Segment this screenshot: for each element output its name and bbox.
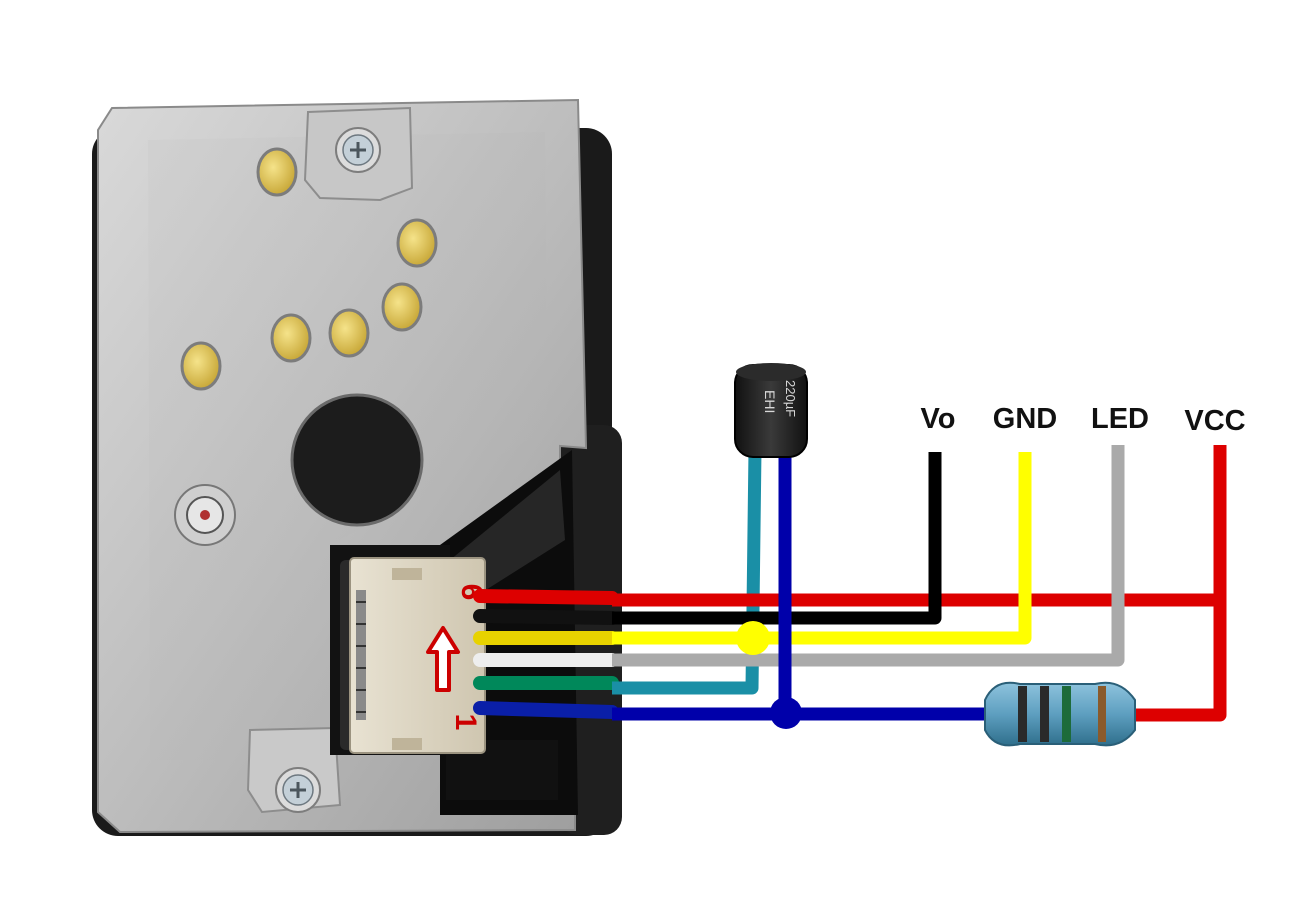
junction-dot-icon bbox=[736, 621, 770, 655]
vcc-wire bbox=[612, 445, 1227, 607]
label-gnd: GND bbox=[993, 403, 1057, 435]
electrolytic-capacitor-icon: EHI 220µF bbox=[734, 363, 808, 458]
resistor-icon bbox=[984, 681, 1136, 747]
screw-icon bbox=[335, 127, 381, 173]
connector-pins bbox=[356, 590, 366, 720]
led-wire bbox=[612, 445, 1125, 667]
capacitor-marking-brand: EHI bbox=[762, 390, 778, 413]
vcc-resistor-wire bbox=[1130, 600, 1227, 722]
screw-icon bbox=[275, 767, 321, 813]
capacitor-marking-value: 220µF bbox=[783, 380, 798, 417]
arrow-up-icon bbox=[426, 626, 460, 692]
junction-dot-icon bbox=[770, 697, 802, 729]
pin-label-first: 1 bbox=[449, 714, 482, 731]
wire-bundle bbox=[473, 589, 619, 719]
gnd-wire bbox=[612, 452, 1032, 645]
vent-holes bbox=[180, 147, 438, 391]
dust-sensor-module-icon bbox=[92, 98, 622, 836]
label-led: LED bbox=[1091, 403, 1149, 435]
led-window-icon bbox=[174, 484, 236, 546]
connector-icon: 6 1 bbox=[340, 557, 488, 754]
capacitor-wire bbox=[612, 449, 762, 695]
vo-wire bbox=[612, 452, 942, 625]
optical-aperture bbox=[290, 393, 424, 527]
label-vcc: VCC bbox=[1184, 405, 1245, 437]
schematic-wires bbox=[612, 445, 1227, 722]
label-vo: Vo bbox=[921, 403, 956, 435]
